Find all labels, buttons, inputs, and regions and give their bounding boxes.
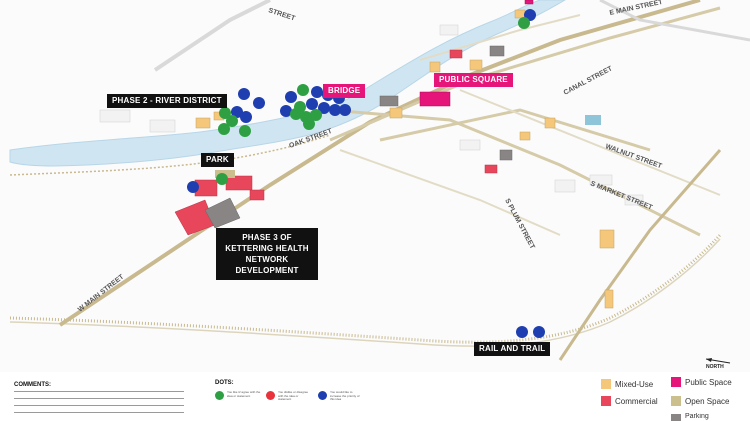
red-dot-text: You dislike or disagree with the idea or… [278,390,309,401]
green-vote-dot [226,115,238,127]
east-connector-road [558,149,722,361]
blue-vote-dot [280,105,292,117]
green-dot-key [215,391,224,400]
public-space-buildings [419,0,534,107]
blue-vote-dot [253,97,265,109]
green-vote-dot [239,125,251,137]
comments-line-1[interactable] [14,391,184,392]
rail-line-bed [9,238,721,347]
commercial-swatch [601,396,611,406]
open-space-label: Open Space [685,397,730,406]
green-dot-text: You like it/ agree with the idea or stat… [227,390,261,398]
green-vote-dot [290,108,302,120]
public-space-label: Public Space [685,378,732,387]
dots-label: DOTS: [215,380,234,386]
blue-vote-dot [231,106,243,118]
callout-public-square: PUBLIC SQUARE [434,73,513,87]
other-buildings [99,24,644,206]
blue-vote-dot [311,86,323,98]
blue-vote-dot [306,98,318,110]
north-arrow: NORTH [702,355,734,371]
mixed-use-buildings [195,9,615,309]
public-space-swatch [671,377,681,387]
mixed-use-label: Mixed-Use [615,380,654,389]
comments-label: COMMENTS: [14,382,51,388]
green-vote-dot [297,84,309,96]
callout-rail-and-trail: RAIL AND TRAIL [474,342,551,356]
open-space-swatch [671,396,681,406]
green-vote-dot [219,107,231,119]
green-vote-dot [518,17,530,29]
walnut-street-road [379,108,651,152]
green-vote-dot [218,123,230,135]
green-vote-dot [303,118,315,130]
blue-vote-dot [240,111,252,123]
blue-vote-dot [516,326,528,338]
blue-vote-dot [187,181,199,193]
blue-vote-dot [329,104,341,116]
blue-vote-dot [339,104,351,116]
ne-road [599,0,750,42]
red-dot-key [266,391,275,400]
parking-label: Parking [685,413,709,420]
callout-phase-2-river-district: PHASE 2 - RIVER DISTRICT [107,94,227,108]
mixed-use-swatch [601,379,611,389]
oak-street-road [339,149,561,236]
parking-areas [204,45,513,229]
north-label: NORTH [706,364,724,370]
dorset-street-road [459,89,721,196]
water-feature [585,115,601,125]
blue-vote-dot [285,91,297,103]
parking-swatch [671,414,681,421]
blue-dot-key [318,391,327,400]
callout-bridge: BRIDGE [323,84,366,98]
callout-phase-3-kettering: PHASE 3 OF KETTERING HEALTH NETWORK DEVE… [216,228,318,280]
vote-dots [187,9,545,338]
blue-dot-text: You would like to increase the priority … [330,390,360,401]
blue-vote-dot [318,102,330,114]
green-vote-dot [310,109,322,121]
north-arrow-icon [705,358,731,364]
comments-line-3[interactable] [14,405,184,406]
north-road [153,0,271,72]
callout-park: PARK [201,153,234,167]
green-vote-dot [216,173,228,185]
commercial-label: Commercial [615,397,658,406]
comments-line-4[interactable] [14,412,184,413]
blue-vote-dot [238,88,250,100]
blue-vote-dot [533,326,545,338]
comments-line-2[interactable] [14,398,184,399]
rail-line [9,233,722,344]
